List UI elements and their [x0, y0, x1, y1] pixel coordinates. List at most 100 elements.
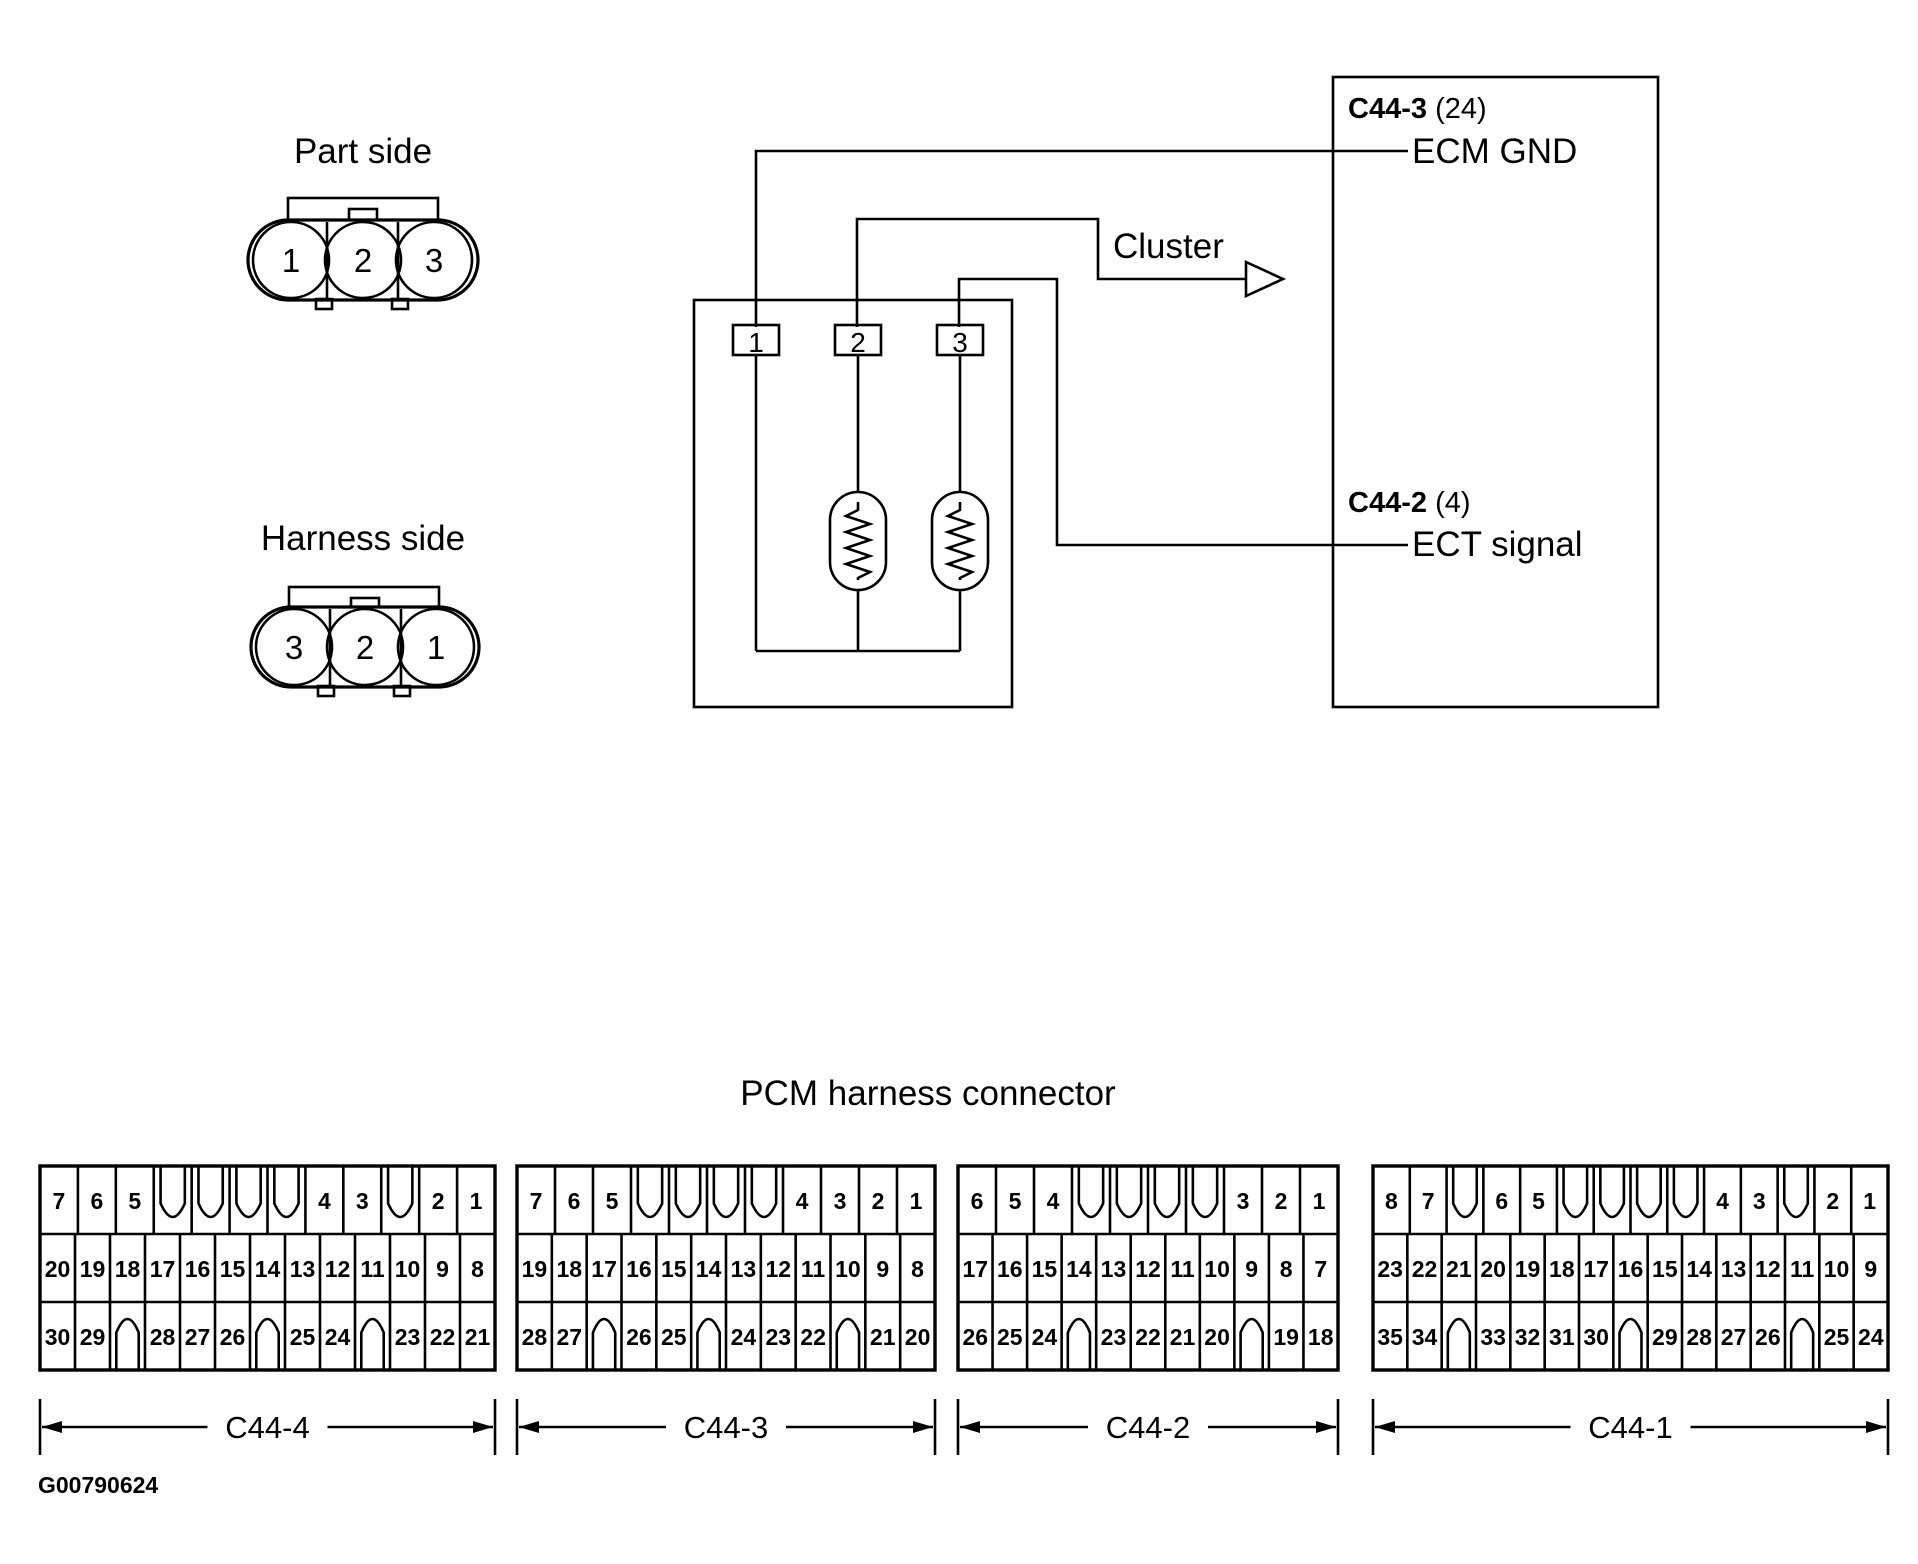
pin-number: 14 — [1066, 1256, 1092, 1282]
key-slot — [235, 1166, 262, 1219]
pin-number: 5 — [1009, 1188, 1022, 1214]
pin-number: 27 — [556, 1324, 582, 1350]
pin-number: 2 — [432, 1188, 445, 1214]
pin-number: 5 — [1532, 1188, 1545, 1214]
pin-number: 25 — [661, 1324, 687, 1350]
key-slot — [1077, 1166, 1105, 1219]
pin-number: 4 — [1047, 1188, 1060, 1214]
pin-number: 29 — [80, 1324, 106, 1350]
pin-number: 17 — [591, 1256, 617, 1282]
ect-signal-label: ECT signal — [1412, 525, 1583, 564]
pin-number: 22 — [800, 1324, 826, 1350]
pin-number: 28 — [150, 1324, 176, 1350]
arrow-right-icon — [473, 1421, 493, 1433]
harness-side-title: Harness side — [261, 519, 465, 558]
circuit-schematic: 1 2 3 Cluster C44-3 (24) ECM GND C44-2 (… — [692, 75, 1660, 709]
pin-number: 6 — [971, 1188, 984, 1214]
pin-number: 21 — [1446, 1256, 1472, 1282]
pin-number: 19 — [522, 1256, 548, 1282]
pin-number: 17 — [962, 1256, 988, 1282]
pin-number: 26 — [220, 1324, 246, 1350]
pin-number: 24 — [1032, 1324, 1058, 1350]
pin-number: 5 — [606, 1188, 619, 1214]
pin-number: 21 — [465, 1324, 491, 1350]
pin-number: 16 — [997, 1256, 1023, 1282]
pin-number: 19 — [1273, 1324, 1299, 1350]
pin-number: 26 — [1755, 1324, 1781, 1350]
arrow-right-icon — [913, 1421, 933, 1433]
pin-number: 1 — [1313, 1188, 1326, 1214]
connector-block-label: C44-2 — [1106, 1410, 1190, 1445]
pin-number: 1 — [910, 1188, 923, 1214]
pin-number: 11 — [1790, 1256, 1815, 1282]
pin-number: 16 — [626, 1256, 652, 1282]
sensor-pin-label: 2 — [850, 327, 866, 358]
pin-number: 15 — [1032, 1256, 1058, 1282]
key-slot — [835, 1317, 861, 1370]
part-side-pin: 3 — [425, 242, 443, 279]
part-side-connector: Part side 1 2 3 — [246, 132, 480, 311]
pin-number: 3 — [834, 1188, 847, 1214]
pin-number: 18 — [556, 1256, 582, 1282]
pcm-harness-title: PCM harness connector — [740, 1074, 1116, 1113]
pin-number: 18 — [1308, 1324, 1334, 1350]
key-slot — [712, 1166, 740, 1219]
pin-number: 24 — [731, 1324, 757, 1350]
pin-number: 12 — [1755, 1256, 1781, 1282]
pin-number: 32 — [1515, 1324, 1541, 1350]
pin-number: 13 — [1721, 1256, 1747, 1282]
pin-number: 13 — [731, 1256, 757, 1282]
pin-number: 14 — [696, 1256, 722, 1282]
arrow-right-icon — [1316, 1421, 1336, 1433]
pin-number: 10 — [1824, 1256, 1850, 1282]
key-slot — [1618, 1317, 1643, 1370]
pin-number: 21 — [870, 1324, 896, 1350]
thermistor-icon — [930, 490, 990, 592]
harness-side-pin: 2 — [356, 629, 374, 666]
ect-signal-pin-ref: C44-2 (4) — [1348, 487, 1471, 519]
pin-number: 7 — [53, 1188, 66, 1214]
sensor-pin-label: 1 — [748, 327, 764, 358]
part-side-title: Part side — [294, 132, 432, 171]
pin-number: 2 — [1275, 1188, 1288, 1214]
pin-number: 15 — [661, 1256, 687, 1282]
pin-number: 30 — [1583, 1324, 1609, 1350]
pin-number: 9 — [1245, 1256, 1258, 1282]
pin-number: 2 — [872, 1188, 885, 1214]
pin-number: 20 — [905, 1324, 931, 1350]
connector-block-label: C44-3 — [684, 1410, 768, 1445]
pin-number: 6 — [90, 1188, 103, 1214]
pin-number: 5 — [128, 1188, 141, 1214]
pin-number: 7 — [1314, 1256, 1327, 1282]
pin-number: 30 — [45, 1324, 71, 1350]
pin-number: 9 — [436, 1256, 449, 1282]
arrow-left-icon — [960, 1421, 980, 1433]
pin-number: 15 — [1652, 1256, 1678, 1282]
ecm-box — [1331, 75, 1660, 709]
arrow-left-icon — [1375, 1421, 1395, 1433]
pin-number: 18 — [1549, 1256, 1575, 1282]
pin-number: 12 — [1135, 1256, 1161, 1282]
pin-number: 8 — [471, 1256, 484, 1282]
pin-number: 17 — [1583, 1256, 1609, 1282]
key-slot — [1066, 1317, 1092, 1370]
pin-number: 35 — [1377, 1324, 1403, 1350]
pin-number: 31 — [1549, 1324, 1575, 1350]
key-slot — [1191, 1166, 1219, 1219]
key-slot — [1451, 1166, 1479, 1219]
ecm-gnd-label: ECM GND — [1412, 132, 1577, 171]
pin-number: 23 — [1101, 1324, 1127, 1350]
sensor-box — [692, 298, 1014, 709]
pin-number: 6 — [1495, 1188, 1508, 1214]
pin-number: 18 — [115, 1256, 141, 1282]
pin-number: 25 — [997, 1324, 1023, 1350]
key-slot — [636, 1166, 664, 1219]
pin-number: 19 — [1515, 1256, 1541, 1282]
cluster-label: Cluster — [1113, 227, 1224, 266]
pin-number: 23 — [765, 1324, 791, 1350]
pin-number: 23 — [395, 1324, 421, 1350]
sensor-pin-label: 3 — [952, 327, 968, 358]
pin-number: 26 — [962, 1324, 988, 1350]
